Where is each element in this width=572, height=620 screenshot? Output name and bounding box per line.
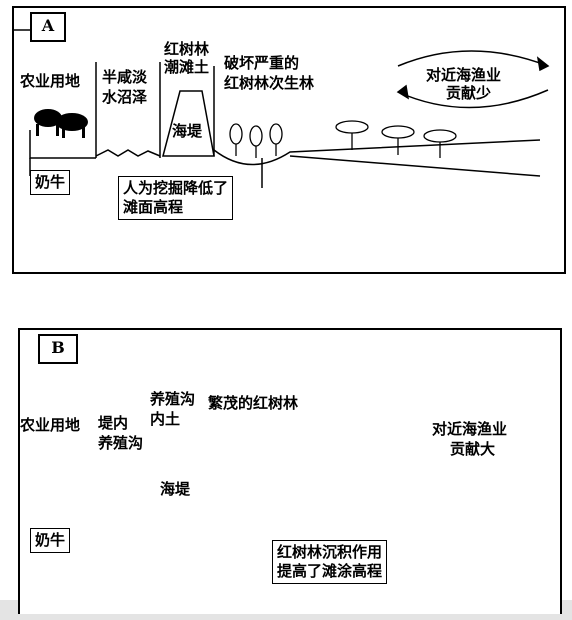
soil-label-line1: 红树林 bbox=[164, 40, 210, 58]
marsh-label-line1: 半咸淡 bbox=[102, 68, 148, 86]
farmland-label: 农业用地 bbox=[20, 416, 81, 434]
panel-a-profile bbox=[29, 62, 541, 177]
cow-label: 奶牛 bbox=[30, 528, 71, 553]
marsh-label-line2: 水沼泽 bbox=[102, 88, 148, 106]
soil-label-line2: 潮滩土 bbox=[164, 58, 210, 76]
dike-label: 海堤 bbox=[160, 480, 191, 498]
panel-a-tag: A bbox=[30, 12, 66, 42]
dike-label: 海堤 bbox=[172, 122, 203, 140]
soil-label-line2: 内土 bbox=[150, 410, 181, 428]
fishery-label-line2: 贡献少 bbox=[446, 84, 492, 102]
degraded-label-line2: 红树林次生林 bbox=[224, 74, 315, 92]
ditch-label-line1: 堤内 bbox=[98, 414, 129, 432]
small-cycle-arrows-icon bbox=[396, 50, 550, 109]
farmland-label: 农业用地 bbox=[20, 72, 81, 90]
note-line1: 人为挖掘降低了 bbox=[123, 179, 229, 197]
fishery-label-line1: 对近海渔业 bbox=[432, 420, 508, 438]
lush-mangrove-label: 繁茂的红树林 bbox=[208, 394, 299, 412]
note-line2: 滩面高程 bbox=[123, 198, 184, 216]
fishery-label-line1: 对近海渔业 bbox=[426, 66, 502, 84]
degraded-label-line1: 破坏严重的 bbox=[224, 54, 300, 72]
cow-icon bbox=[34, 109, 88, 138]
soil-label-line1: 养殖沟 bbox=[150, 390, 196, 408]
panel-b-tag: B bbox=[38, 334, 78, 364]
note-line1: 红树林沉积作用 bbox=[277, 543, 383, 561]
cow-label: 奶牛 bbox=[30, 170, 71, 195]
degraded-mangrove-icon bbox=[229, 123, 283, 158]
ditch-label-line2: 养殖沟 bbox=[98, 434, 144, 452]
note-line2: 提高了滩涂高程 bbox=[277, 562, 383, 580]
fishery-label-line2: 贡献大 bbox=[450, 440, 496, 458]
note-box: 人为挖掘降低了 滩面高程 bbox=[118, 176, 234, 220]
mudflat-mangrove-icon bbox=[335, 120, 457, 158]
note-box: 红树林沉积作用 提高了滩涂高程 bbox=[272, 540, 388, 584]
